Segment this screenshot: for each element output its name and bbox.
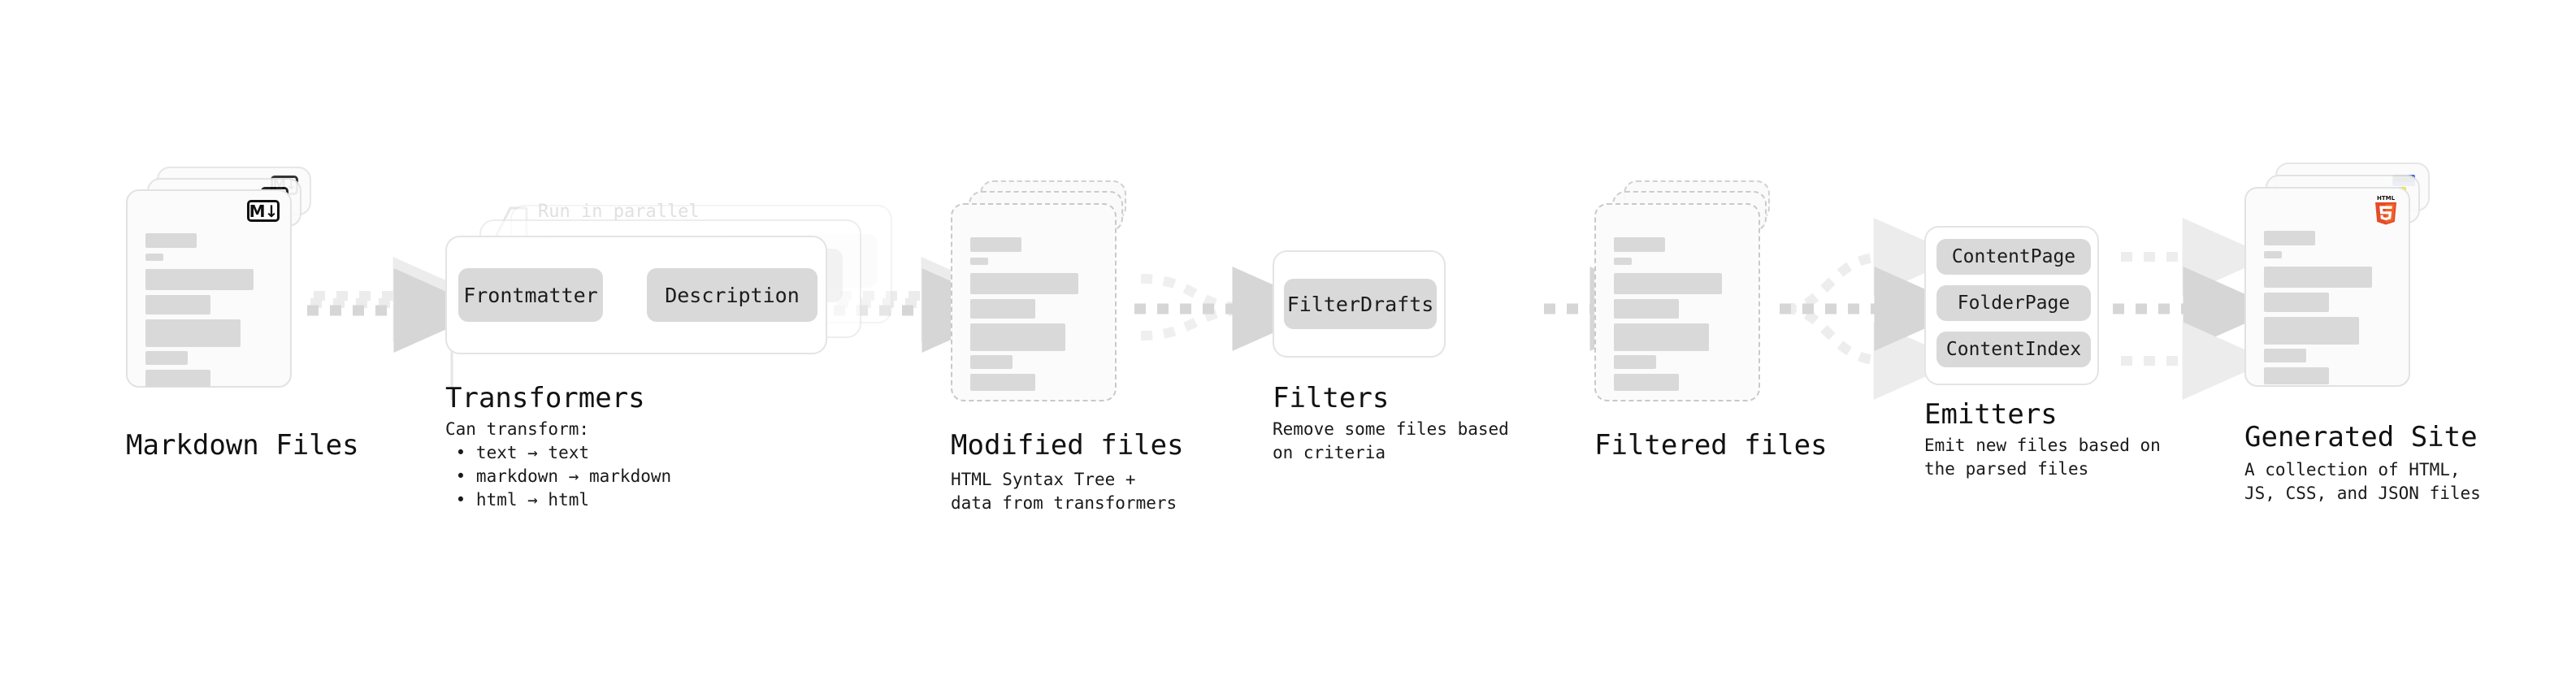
skeleton-line bbox=[1614, 237, 1665, 252]
skeleton-line bbox=[145, 233, 197, 248]
connector-modified-to-filters bbox=[1134, 267, 1328, 351]
html5-icon: HTML bbox=[2372, 193, 2400, 228]
stage-filtered-files bbox=[1594, 180, 1781, 416]
skeleton-line bbox=[1614, 374, 1679, 391]
connector-emitters-to-site bbox=[2113, 218, 2279, 400]
file-card-front bbox=[1594, 203, 1760, 401]
skeleton-line bbox=[2264, 349, 2306, 362]
stage-title-filters: Filters bbox=[1273, 382, 1390, 414]
skeleton-line bbox=[970, 273, 1078, 294]
skeleton-line bbox=[1614, 258, 1632, 265]
stage-markdown-files: M↓ M↓ M↓ bbox=[126, 167, 313, 414]
skeleton-line bbox=[145, 295, 210, 314]
stage-title-filtered-files: Filtered files bbox=[1594, 429, 1828, 462]
skeleton-line bbox=[970, 299, 1035, 319]
skeleton-line bbox=[970, 374, 1035, 391]
skeleton-line bbox=[1614, 355, 1656, 369]
stage-title-generated-site: Generated Site bbox=[2244, 421, 2478, 453]
filter-chip-filterdrafts[interactable]: FilterDrafts bbox=[1284, 279, 1437, 329]
skeleton-line bbox=[2264, 317, 2359, 345]
stage-subtitle-emitters: Emit new files based on the parsed files bbox=[1924, 436, 2161, 479]
stage-title-emitters: Emitters bbox=[1924, 398, 2058, 431]
stage-modified-files bbox=[951, 180, 1138, 416]
file-card-front: M↓ bbox=[126, 189, 292, 388]
connector-filtered-to-emitters bbox=[1780, 218, 1970, 400]
skeleton-line bbox=[2264, 293, 2329, 312]
skeleton-line bbox=[970, 237, 1021, 252]
markdown-icon: M↓ bbox=[247, 200, 280, 222]
skeleton-line bbox=[2264, 231, 2315, 245]
file-card-front bbox=[951, 203, 1117, 401]
skeleton-line bbox=[145, 254, 163, 261]
emitter-chip-contentpage[interactable]: ContentPage bbox=[1936, 239, 2091, 275]
skeleton-line bbox=[970, 258, 988, 265]
skeleton-line bbox=[1614, 299, 1679, 319]
stage-subtitle-modified-files: HTML Syntax Tree + data from transformer… bbox=[951, 470, 1177, 513]
skeleton-line bbox=[970, 323, 1065, 351]
skeleton-line bbox=[145, 269, 254, 290]
transformer-chip-frontmatter[interactable]: Frontmatter bbox=[458, 268, 603, 322]
stage-title-transformers: Transformers bbox=[445, 382, 645, 414]
filter-group: FilterDrafts bbox=[1273, 250, 1446, 358]
stage-title-markdown-files: Markdown Files bbox=[126, 429, 359, 462]
skeleton-line bbox=[970, 355, 1013, 369]
skeleton-line bbox=[145, 351, 188, 365]
run-in-parallel-note: Run in parallel bbox=[538, 202, 700, 222]
skeleton-line bbox=[2264, 267, 2372, 288]
skeleton-line bbox=[145, 370, 210, 387]
stage-subtitle-transformers: Can transform: • text → text • markdown … bbox=[445, 419, 672, 510]
stage-title-modified-files: Modified files bbox=[951, 429, 1184, 462]
svg-text:HTML: HTML bbox=[2377, 195, 2396, 202]
connector-md-to-transformers bbox=[307, 257, 489, 353]
skeleton-line bbox=[2264, 251, 2282, 258]
transformer-group: Frontmatter Description bbox=[445, 236, 827, 354]
skeleton-line bbox=[1614, 273, 1722, 294]
skeleton-line bbox=[1614, 323, 1709, 351]
emitter-chip-contentindex[interactable]: ContentIndex bbox=[1936, 332, 2091, 367]
emitter-chip-folderpage[interactable]: FolderPage bbox=[1936, 285, 2091, 321]
stage-subtitle-filters: Remove some files based on criteria bbox=[1273, 419, 1509, 462]
transformer-chip-description[interactable]: Description bbox=[647, 268, 817, 322]
file-card-front: HTML bbox=[2244, 187, 2410, 387]
skeleton-line bbox=[2264, 367, 2329, 384]
emitter-group: ContentPage FolderPage ContentIndex bbox=[1924, 226, 2099, 385]
stage-generated-site: HTML bbox=[2244, 163, 2448, 414]
stage-subtitle-generated-site: A collection of HTML, JS, CSS, and JSON … bbox=[2244, 460, 2481, 503]
skeleton-line bbox=[145, 319, 241, 347]
